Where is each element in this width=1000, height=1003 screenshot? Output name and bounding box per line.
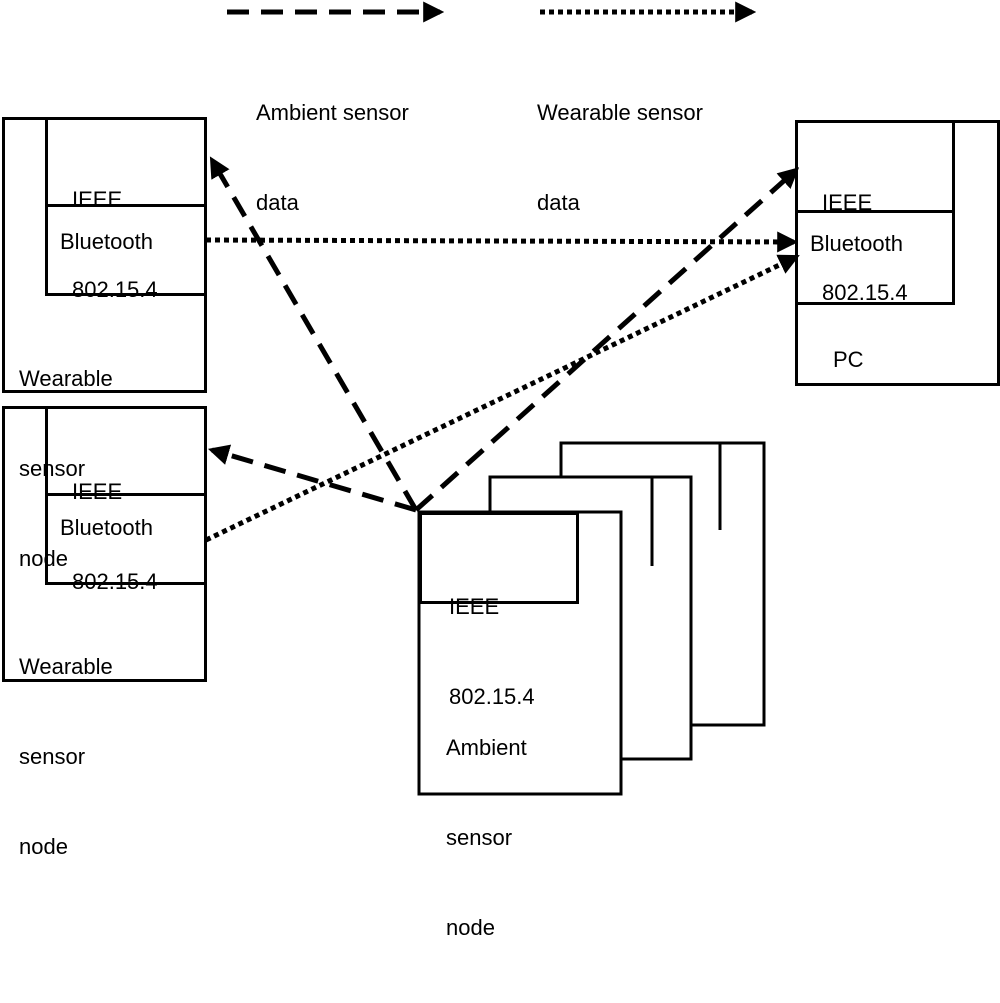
pc-label: PC bbox=[833, 347, 864, 372]
legend-ambient-line2: data bbox=[256, 190, 299, 215]
legend-ambient-line1: Ambient sensor bbox=[256, 100, 409, 125]
wearable-node-1-ieee-line1: IEEE bbox=[72, 187, 123, 212]
ambient-node-front-page bbox=[417, 510, 623, 796]
ambient-to-wearable2-arrow bbox=[207, 444, 417, 513]
legend-wearable-line2: data bbox=[537, 190, 580, 215]
ambient-node-ieee-line2: 802.15.4 bbox=[449, 684, 535, 709]
sensor-network-diagram: Ambient sensor data Wearable sensor data… bbox=[2, 1, 1000, 940]
wearable-node-1-ieee-label: IEEE 802.15.4 bbox=[72, 125, 158, 365]
legend-ambient-label: Ambient sensor data bbox=[256, 38, 409, 278]
ambient-node-ieee-label: IEEE 802.15.4 bbox=[449, 532, 535, 772]
wearable2-to-pc-arrow bbox=[204, 254, 800, 543]
wearable-node-2-name-line2: sensor bbox=[19, 744, 86, 769]
ambient-node-name-line3: node bbox=[446, 915, 495, 940]
wearable-node-2-bluetooth-module bbox=[45, 493, 207, 585]
legend-wearable-label: Wearable sensor data bbox=[537, 38, 703, 278]
wearable-node-1-name-line2: sensor bbox=[19, 456, 86, 481]
wearable-node-1-ieee-line2: 802.15.4 bbox=[72, 277, 158, 302]
wearable1-to-pc-arrow bbox=[205, 231, 799, 253]
pc-ieee-line1: IEEE bbox=[822, 190, 873, 215]
ambient-node-name: Ambient sensor node bbox=[446, 673, 527, 1003]
pc-bluetooth-module bbox=[795, 210, 955, 305]
ambient-node-name-line1: Ambient bbox=[446, 735, 527, 760]
wearable-node-2-name-line3: node bbox=[19, 834, 68, 859]
wearable-node-2-name-line1: Wearable bbox=[19, 654, 113, 679]
wearable-node-1-name: Wearable sensor node bbox=[19, 304, 113, 634]
wearable-node-2-name: Wearable sensor node bbox=[19, 592, 113, 922]
pc-bluetooth-label: Bluetooth bbox=[810, 231, 903, 256]
wearable-node-1-name-line1: Wearable bbox=[19, 366, 113, 391]
wearable-node-2-ieee-line2: 802.15.4 bbox=[72, 569, 158, 594]
wearable-node-2-bluetooth-label: Bluetooth bbox=[60, 515, 153, 540]
ambient-node-name-line2: sensor bbox=[446, 825, 513, 850]
wearable-node-2-ieee-label: IEEE 802.15.4 bbox=[72, 417, 158, 657]
ambient-node-ieee-line1: IEEE bbox=[449, 594, 500, 619]
diagram-lines-canvas bbox=[204, 1, 800, 796]
ambient-to-pc-arrow bbox=[414, 167, 800, 512]
legend-wearable-line1: Wearable sensor bbox=[537, 100, 703, 125]
pc-ieee-line2: 802.15.4 bbox=[822, 280, 908, 305]
wearable-node-1-bluetooth-label: Bluetooth bbox=[60, 229, 153, 254]
wearable-node-2-ieee-line1: IEEE bbox=[72, 479, 123, 504]
wearable-node-1-name-line3: node bbox=[19, 546, 68, 571]
wearable-node-1-bluetooth-module bbox=[45, 204, 207, 296]
ambient-node-ieee-module bbox=[419, 512, 579, 604]
pc-ieee-label: IEEE 802.15.4 bbox=[822, 128, 908, 368]
